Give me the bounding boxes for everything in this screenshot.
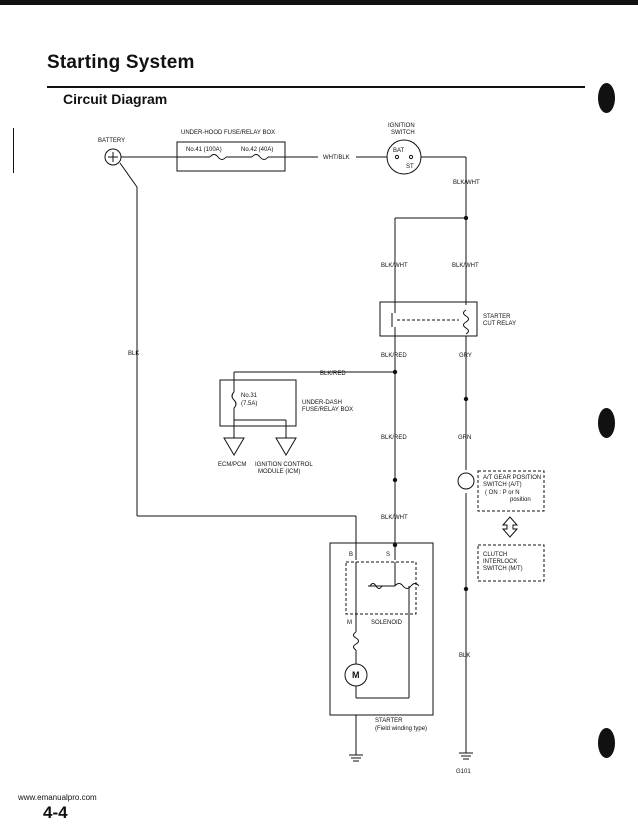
label-grn: GRN [458, 435, 471, 441]
label-wht-blk: WHT/BLK [323, 155, 350, 161]
label-st: ST [406, 164, 414, 170]
label-at-switch-3: ( ON : P or N [485, 490, 520, 496]
label-terminal-s: S [386, 552, 390, 558]
starter-cut-relay [379, 301, 478, 337]
clutch-switch-box [477, 544, 545, 582]
label-motor: M [352, 670, 360, 680]
label-clutch-1: CLUTCH [483, 552, 507, 558]
margin-line [13, 128, 14, 173]
label-at-switch-1: A/T GEAR POSITION [483, 475, 541, 481]
label-blk-red-2: BLK/RED [320, 371, 346, 377]
label-ecm-pcm: ECM/PCM [218, 462, 246, 468]
footer-url: www.emanualpro.com [18, 793, 97, 802]
under-dash-fuse-box [219, 379, 297, 427]
field-winding-icon [353, 631, 359, 651]
binder-hole-1 [598, 83, 615, 113]
label-bat: BAT [393, 148, 405, 154]
label-terminal-m: M [347, 620, 352, 626]
label-fuse-31-1: No.31 [241, 393, 258, 399]
fuse-41-icon [209, 154, 227, 160]
label-at-switch-4: position [510, 497, 531, 503]
at-switch-box [477, 470, 545, 512]
label-starter-2: (Field winding type) [375, 726, 427, 732]
relay-coil-icon [463, 309, 469, 335]
label-starter-cut-1: STARTER [483, 314, 511, 320]
title-rule [47, 86, 585, 88]
binder-hole-3 [598, 728, 615, 758]
label-solenoid: SOLENOID [371, 620, 403, 626]
label-fuse-41: No.41 (100A) [186, 147, 222, 153]
fuse-31-icon [231, 391, 237, 409]
label-blk-red-3: BLK/RED [381, 435, 407, 441]
double-arrow-icon [501, 516, 519, 538]
gear-position-switch-icon [457, 472, 475, 490]
section-title: Circuit Diagram [63, 91, 168, 107]
solenoid-coil-icon [394, 583, 420, 589]
icm-connector-icon [275, 437, 297, 456]
page-number: 4-4 [43, 803, 68, 822]
label-blk-wht-2: BLK/WHT [381, 263, 408, 269]
label-at-switch-2: SWITCH (A/T) [483, 482, 522, 488]
top-border [0, 0, 638, 5]
label-battery: BATTERY [98, 138, 125, 144]
label-terminal-b: B [349, 552, 353, 558]
label-under-dash-2: FUSE/RELAY BOX [302, 407, 353, 413]
label-gry: GRY [459, 353, 472, 359]
fuse-42-icon [251, 154, 269, 160]
label-clutch-2: INTERLOCK [483, 559, 517, 565]
label-clutch-3: SWITCH (M/T) [483, 566, 523, 572]
binder-hole-2 [598, 408, 615, 438]
label-ignition-2: SWITCH [391, 130, 415, 136]
label-fuse-42: No.42 (40A) [241, 147, 273, 153]
label-icm-1: IGNITION CONTROL [255, 462, 313, 468]
label-fuse-31-2: (7.5A) [241, 401, 257, 407]
label-icm-2: MODULE (ICM) [258, 469, 300, 475]
label-blk-wht-1: BLK/WHT [453, 180, 480, 186]
solenoid-box [345, 561, 417, 615]
label-starter-1: STARTER [375, 718, 403, 724]
starter-box [329, 542, 434, 716]
label-under-dash-1: UNDER-DASH [302, 400, 342, 406]
label-g101: G101 [456, 769, 471, 775]
page-title: Starting System [47, 52, 195, 73]
label-ignition-1: IGNITION [388, 123, 415, 129]
label-blk-wht-4: BLK/WHT [381, 515, 408, 521]
label-blk-2: BLK [459, 653, 470, 659]
label-starter-cut-2: CUT RELAY [483, 321, 516, 327]
label-blk-red-1: BLK/RED [381, 353, 407, 359]
label-under-hood-box: UNDER-HOOD FUSE/RELAY BOX [181, 130, 275, 136]
ignition-switch-icon [386, 139, 422, 175]
ecm-pcm-connector-icon [223, 437, 245, 456]
label-blk-wht-3: BLK/WHT [452, 263, 479, 269]
label-blk-1: BLK [128, 351, 139, 357]
